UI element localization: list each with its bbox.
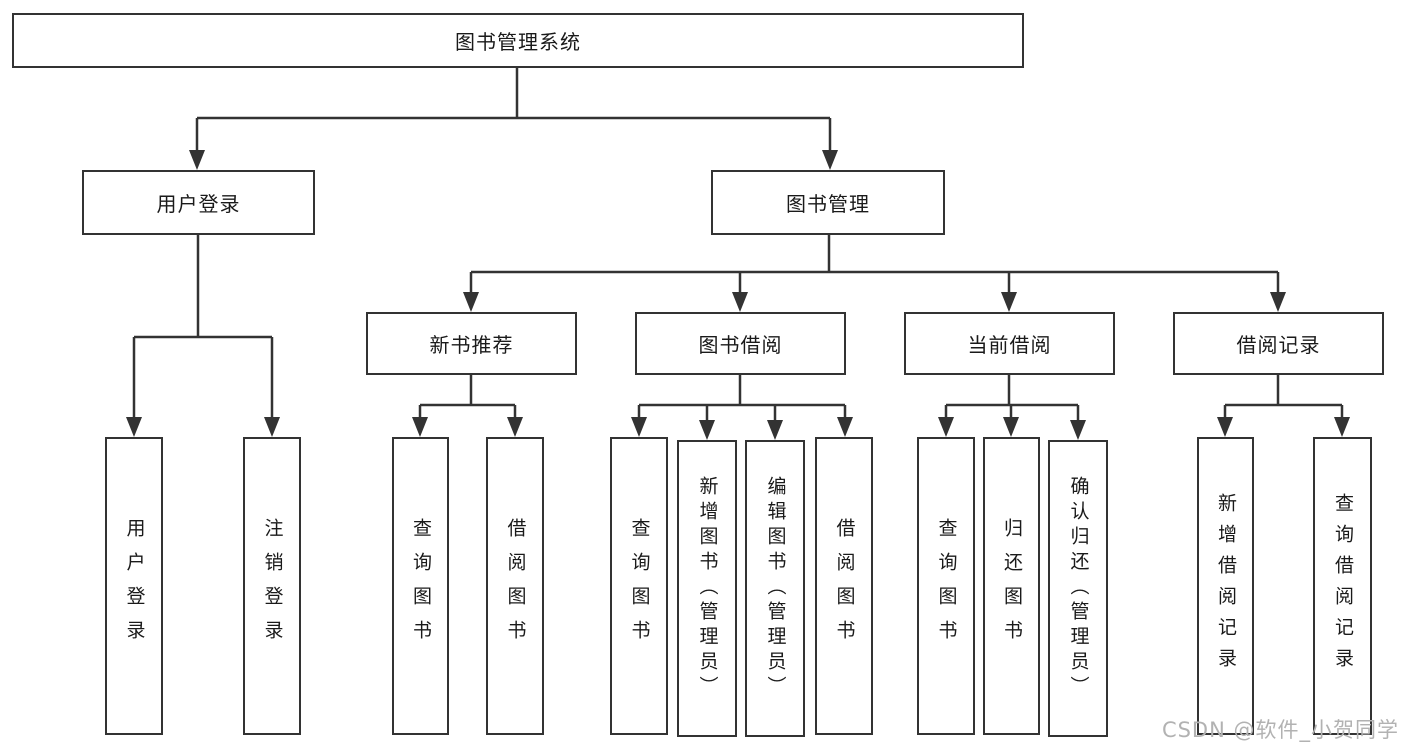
leaf-logout: 注销登录 [243, 437, 301, 735]
arrow-down-icon [1001, 292, 1017, 312]
arrow-down-icon [412, 417, 428, 437]
leaf-user-login-label: 用户登录 [123, 518, 146, 654]
node-root: 图书管理系统 [12, 13, 1024, 68]
node-book-management: 图书管理 [711, 170, 945, 235]
connector-newbookrec-to-leaves [418, 375, 517, 419]
node-current-borrowing-label: 当前借阅 [967, 333, 1052, 357]
leaf-br-add-record: 新增借阅记录 [1197, 437, 1254, 735]
leaf-bb-edit-books-admin-label: 编辑图书（管理员） [764, 476, 787, 701]
leaf-nbr-borrow-books-label: 借阅图书 [504, 518, 527, 654]
connector-bookborrow-to-leaves [637, 375, 847, 422]
leaf-bb-query-books: 查询图书 [610, 437, 668, 735]
arrow-down-icon [822, 150, 838, 170]
leaf-br-add-record-label: 新增借阅记录 [1215, 493, 1237, 679]
leaf-cb-query-books: 查询图书 [917, 437, 975, 735]
leaf-nbr-query-books-label: 查询图书 [410, 518, 432, 654]
node-book-borrowing-label: 图书借阅 [698, 333, 783, 357]
arrow-down-icon [1003, 417, 1019, 437]
leaf-br-query-record-label: 查询借阅记录 [1332, 493, 1354, 679]
node-book-management-label: 图书管理 [786, 192, 870, 216]
arrow-down-icon [1217, 417, 1233, 437]
node-new-book-recommend: 新书推荐 [366, 312, 577, 375]
node-current-borrowing: 当前借阅 [904, 312, 1115, 375]
arrow-down-icon [1070, 420, 1086, 440]
leaf-cb-query-books-label: 查询图书 [935, 518, 958, 654]
arrow-down-icon [463, 292, 479, 312]
leaf-cb-return-books: 归还图书 [983, 437, 1040, 735]
node-borrowing-records-label: 借阅记录 [1236, 333, 1321, 357]
leaf-bb-edit-books-admin: 编辑图书（管理员） [745, 440, 805, 737]
connector-borrowrecord-to-leaves [1223, 375, 1344, 419]
leaf-cb-confirm-return-admin: 确认归还（管理员） [1048, 440, 1108, 737]
leaf-br-query-record: 查询借阅记录 [1313, 437, 1372, 735]
connector-root-to-level2 [195, 68, 832, 152]
leaf-logout-label: 注销登录 [261, 518, 284, 654]
leaf-bb-query-books-label: 查询图书 [628, 518, 651, 654]
leaf-user-login: 用户登录 [105, 437, 163, 735]
leaf-bb-add-books-admin: 新增图书（管理员） [677, 440, 737, 737]
node-user-login-label: 用户登录 [156, 192, 241, 216]
leaf-nbr-borrow-books: 借阅图书 [486, 437, 544, 735]
node-book-borrowing: 图书借阅 [635, 312, 846, 375]
arrow-down-icon [837, 417, 853, 437]
leaf-nbr-query-books: 查询图书 [392, 437, 449, 735]
connector-bookmgmt-to-level3 [469, 235, 1280, 294]
leaf-bb-borrow-books: 借阅图书 [815, 437, 873, 735]
arrow-down-icon [189, 150, 205, 170]
csdn-watermark: CSDN @软件_小贺同学 [1161, 718, 1399, 742]
arrow-down-icon [938, 417, 954, 437]
arrow-down-icon [699, 420, 715, 440]
arrow-down-icon [264, 417, 280, 437]
arrow-down-icon [126, 417, 142, 437]
leaf-cb-confirm-return-admin-label: 确认归还（管理员） [1067, 476, 1090, 701]
node-borrowing-records: 借阅记录 [1173, 312, 1384, 375]
leaf-bb-add-books-admin-label: 新增图书（管理员） [696, 476, 719, 701]
arrow-down-icon [1334, 417, 1350, 437]
arrow-down-icon [767, 420, 783, 440]
connector-currentborrow-to-leaves [944, 375, 1080, 422]
leaf-bb-borrow-books-label: 借阅图书 [833, 518, 856, 654]
connector-userlogin-to-leaves [132, 235, 274, 419]
arrow-down-icon [507, 417, 523, 437]
arrow-down-icon [631, 417, 647, 437]
leaf-cb-return-books-label: 归还图书 [1001, 518, 1023, 654]
arrow-down-icon [732, 292, 748, 312]
arrow-down-icon [1270, 292, 1286, 312]
node-user-login: 用户登录 [82, 170, 315, 235]
node-root-label: 图书管理系统 [455, 30, 581, 54]
node-new-book-recommend-label: 新书推荐 [429, 333, 514, 357]
